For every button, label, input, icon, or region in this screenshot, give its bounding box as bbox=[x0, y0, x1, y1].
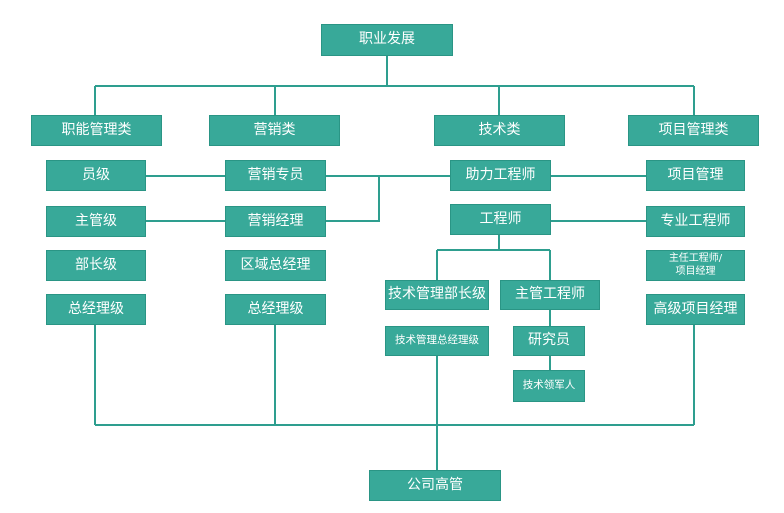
project-level-chief-engineer-pm: 主任工程师/ 项目经理 bbox=[646, 250, 745, 281]
technical-level-engineer: 工程师 bbox=[450, 204, 551, 235]
functional-level-supervisor: 主管级 bbox=[46, 206, 146, 237]
marketing-level-regional-gm: 区域总经理 bbox=[225, 250, 326, 281]
technical-level-assistant-engineer: 助力工程师 bbox=[450, 160, 551, 191]
marketing-level-manager: 营销经理 bbox=[225, 206, 326, 237]
technical-management-director: 技术管理部长级 bbox=[385, 280, 489, 310]
functional-level-gm: 总经理级 bbox=[46, 294, 146, 325]
functional-level-director: 部长级 bbox=[46, 250, 146, 281]
link-manager-assistant bbox=[326, 176, 380, 222]
category-project: 项目管理类 bbox=[628, 115, 759, 146]
category-technical: 技术类 bbox=[434, 115, 565, 146]
functional-level-staff: 员级 bbox=[46, 160, 146, 191]
project-level-professional-engineer: 专业工程师 bbox=[646, 206, 745, 237]
root-box: 职业发展 bbox=[321, 24, 453, 56]
marketing-level-gm: 总经理级 bbox=[225, 294, 326, 325]
category-marketing: 营销类 bbox=[209, 115, 340, 146]
project-level-senior-pm: 高级项目经理 bbox=[646, 294, 745, 325]
marketing-level-specialist: 营销专员 bbox=[225, 160, 326, 191]
technical-expert-leader: 技术领军人 bbox=[513, 370, 585, 402]
technical-management-gm: 技术管理总经理级 bbox=[385, 326, 489, 356]
technical-expert-researcher: 研究员 bbox=[513, 326, 585, 356]
technical-expert-senior-engineer: 主管工程师 bbox=[500, 280, 600, 310]
project-level-project-management: 项目管理 bbox=[646, 160, 745, 191]
bottom-box: 公司高管 bbox=[369, 470, 501, 501]
category-functional: 职能管理类 bbox=[31, 115, 162, 146]
